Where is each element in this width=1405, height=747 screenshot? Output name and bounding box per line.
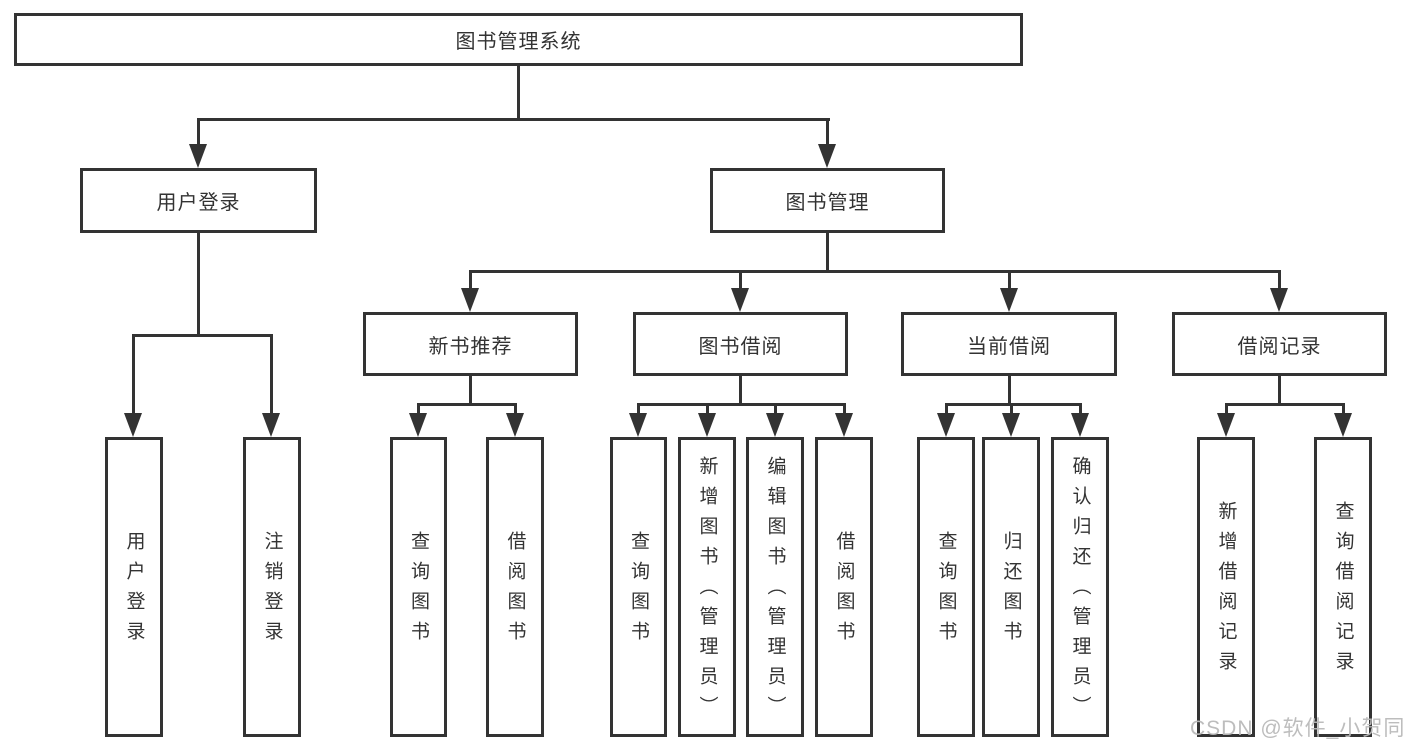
connector-line <box>514 403 517 417</box>
connector-line <box>197 118 830 121</box>
connector-line <box>1225 403 1228 417</box>
connector-line <box>843 403 846 417</box>
leaf-records-add-record: 新增借阅记录 <box>1197 437 1255 737</box>
connector-line <box>1225 403 1344 406</box>
leaf-current-query-books: 查询图书 <box>917 437 975 737</box>
connector-line <box>469 374 472 405</box>
arrow-down-icon <box>461 288 479 312</box>
connector-line <box>1342 403 1345 417</box>
leaf-borrow-edit-books-admin: 编辑图书（管理员） <box>746 437 804 737</box>
connector-line <box>945 403 948 417</box>
arrow-down-icon <box>835 413 853 437</box>
arrow-down-icon <box>629 413 647 437</box>
connector-line <box>270 334 273 415</box>
connector-line <box>197 118 200 146</box>
leaf-records-query-record: 查询借阅记录 <box>1314 437 1372 737</box>
leaf-logout: 注销登录 <box>243 437 301 737</box>
arrow-down-icon <box>124 413 142 437</box>
connector-line <box>469 270 472 291</box>
leaf-borrow-query-books: 查询图书 <box>610 437 667 737</box>
connector-line <box>1079 403 1082 417</box>
connector-line <box>739 270 742 291</box>
arrow-down-icon <box>766 413 784 437</box>
node-current-borrow: 当前借阅 <box>901 312 1117 376</box>
leaf-newbooks-borrow-books: 借阅图书 <box>486 437 544 737</box>
connector-line <box>417 403 420 417</box>
leaf-borrow-borrow-books: 借阅图书 <box>815 437 873 737</box>
arrow-down-icon <box>506 413 524 437</box>
arrow-down-icon <box>1334 413 1352 437</box>
node-root-system: 图书管理系统 <box>14 13 1023 66</box>
connector-line <box>637 403 640 417</box>
arrow-down-icon <box>1002 413 1020 437</box>
arrow-down-icon <box>1000 288 1018 312</box>
connector-line <box>1278 270 1281 291</box>
connector-line <box>197 233 200 336</box>
leaf-user-login: 用户登录 <box>105 437 163 737</box>
connector-line <box>637 403 845 406</box>
connector-line <box>1008 270 1011 291</box>
connector-line <box>133 334 273 337</box>
arrow-down-icon <box>818 144 836 168</box>
arrow-down-icon <box>698 413 716 437</box>
connector-line <box>945 403 1081 406</box>
connector-line <box>774 403 777 417</box>
arrow-down-icon <box>1217 413 1235 437</box>
connector-line <box>826 233 829 272</box>
node-user-login: 用户登录 <box>80 168 317 233</box>
node-book-borrow: 图书借阅 <box>633 312 848 376</box>
connector-line <box>417 403 517 406</box>
arrow-down-icon <box>937 413 955 437</box>
connector-line <box>517 66 520 120</box>
connector-line <box>132 334 135 415</box>
arrow-down-icon <box>1270 288 1288 312</box>
node-book-management: 图书管理 <box>710 168 945 233</box>
arrow-down-icon <box>1071 413 1089 437</box>
node-borrow-records: 借阅记录 <box>1172 312 1387 376</box>
arrow-down-icon <box>409 413 427 437</box>
connector-line <box>469 270 1281 273</box>
leaf-borrow-add-books-admin: 新增图书（管理员） <box>678 437 736 737</box>
connector-line <box>826 118 829 146</box>
connector-line <box>739 374 742 405</box>
arrow-down-icon <box>189 144 207 168</box>
arrow-down-icon <box>731 288 749 312</box>
csdn-watermark: CSDN @软件_小贺同学 <box>1190 717 1405 740</box>
node-new-book-recommend: 新书推荐 <box>363 312 578 376</box>
leaf-newbooks-query-books: 查询图书 <box>390 437 447 737</box>
connector-line <box>1278 374 1281 405</box>
connector-line <box>1010 403 1013 417</box>
connector-line <box>1008 374 1011 405</box>
connector-line <box>706 403 709 417</box>
arrow-down-icon <box>262 413 280 437</box>
leaf-current-return-books: 归还图书 <box>982 437 1040 737</box>
leaf-current-confirm-return-admin: 确认归还（管理员） <box>1051 437 1109 737</box>
